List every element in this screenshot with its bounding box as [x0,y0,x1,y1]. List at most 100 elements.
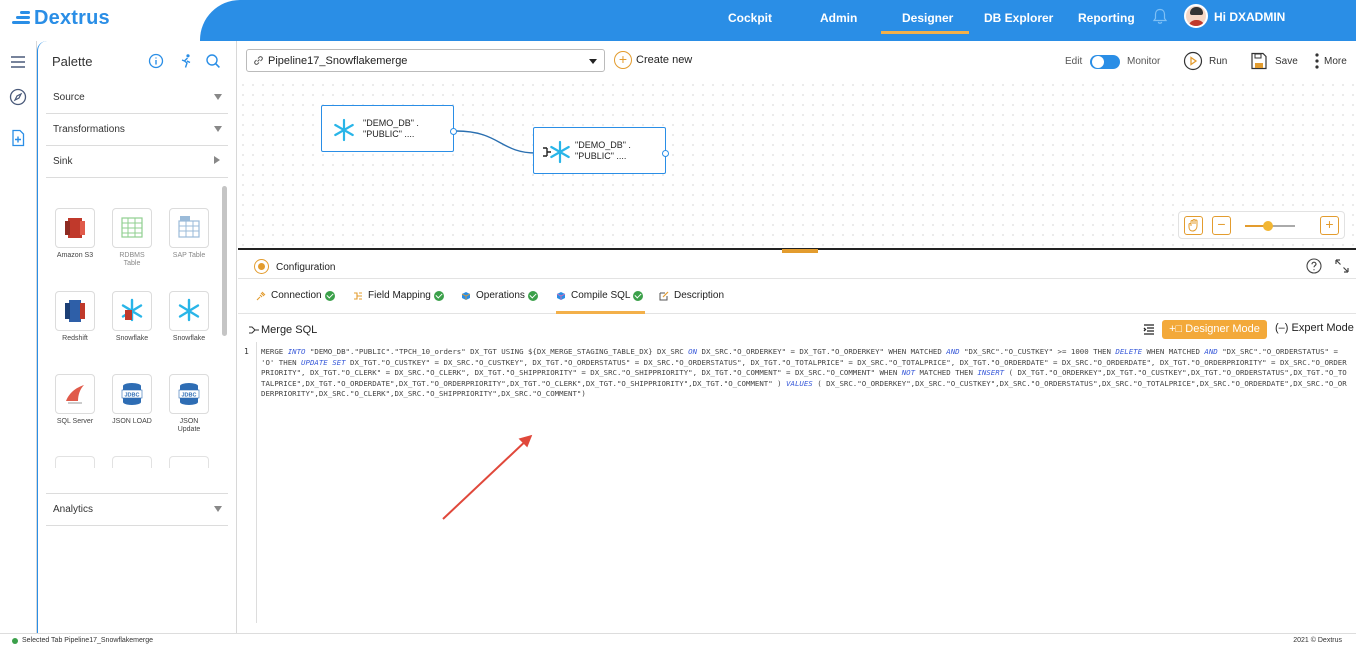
check-icon [527,290,538,301]
sql-text: DX_SRC."O_ORDERKEY" = DX_TGT."O_ORDERKEY… [701,347,947,356]
add-document-icon[interactable] [9,129,27,147]
section-transformations[interactable]: Transformations [46,114,228,146]
zoom-slider[interactable] [1245,221,1295,231]
bell-icon[interactable] [1152,8,1168,25]
sql-text: "DX_SRC"."O_CUSTKEY" >= 1000 THEN [964,347,1116,356]
tab-label: Connection [271,290,322,301]
section-label: Sink [53,156,73,167]
tile-snowflake-2[interactable]: Snowflake [169,291,209,343]
nav-cockpit[interactable]: Cockpit [728,11,773,25]
expert-mode-icon: (–) [1275,322,1289,334]
expand-icon[interactable] [1334,258,1350,274]
source-node[interactable]: "DEMO_DB" . "PUBLIC" .... [321,105,457,152]
run-button[interactable]: Run [1183,51,1227,71]
save-button[interactable]: Save [1249,51,1298,71]
nav-db-explorer[interactable]: DB Explorer [984,11,1054,25]
sql-text: ( DX_TGT."O_ORDERKEY",DX_TGT."O_CUSTKEY"… [261,368,1347,388]
avatar[interactable] [1184,4,1208,28]
amazon-s3-icon [55,208,95,248]
save-icon [1251,52,1267,70]
configuration-radio-icon [254,259,269,274]
merge-sql-title: Merge SQL [248,324,317,336]
tab-connection[interactable]: Connection [256,290,335,301]
target-node[interactable]: "DEMO_DB" . "PUBLIC" .... [533,127,669,174]
info-icon[interactable] [148,53,164,69]
tab-operations[interactable]: Operations [461,290,538,301]
pipeline-select[interactable]: Pipeline17_Snowflakemerge [246,49,605,72]
status-dot-icon [12,638,18,644]
logo[interactable]: Dextrus [10,6,110,30]
tab-label: Field Mapping [368,290,431,301]
sql-text: "DEMO_DB"."PUBLIC"."TPCH_10_orders" DX_T… [309,347,689,356]
zoom-out-button[interactable]: − [1212,216,1231,235]
compass-icon[interactable] [9,88,27,106]
user-greeting[interactable]: Hi DXADMIN [1214,10,1286,24]
tab-field-mapping[interactable]: Field Mapping [353,290,444,301]
tile-redshift[interactable]: Redshift [55,291,95,343]
caret-down-icon [214,506,222,512]
tile-label: SQL Server [56,418,94,425]
node-label: "DEMO_DB" . "PUBLIC" .... [575,140,631,161]
hand-icon [1188,219,1197,232]
sql-code[interactable]: MERGE INTO "DEMO_DB"."PUBLIC"."TPCH_10_o… [261,347,1351,400]
sql-keyword: AND [946,347,965,356]
nav-reporting[interactable]: Reporting [1078,11,1135,25]
tile-label: Amazon S3 [56,252,94,259]
caret-down-icon [214,94,222,100]
sql-keyword: ON [688,347,702,356]
tile-snowflake-1[interactable]: Snowflake [112,291,152,343]
nav-admin[interactable]: Admin [820,11,858,25]
output-port[interactable] [662,150,669,157]
palette-scrollbar[interactable] [222,186,227,336]
caret-right-icon [214,156,220,164]
zoom-in-button[interactable]: + [1320,216,1339,235]
section-source[interactable]: Source [46,82,228,114]
section-analytics[interactable]: Analytics [46,494,228,526]
config-tabs: Connection Field Mapping Operations Comp… [238,282,1356,314]
tile-sap-table[interactable]: SAP Table [169,208,209,260]
run-figure-icon[interactable] [178,53,194,69]
palette-panel: Palette Source Transformations Sink Amaz… [37,41,237,633]
tile-label: SAP Table [172,252,206,259]
tile-partial [55,456,95,468]
section-sink[interactable]: Sink [46,146,228,178]
resize-handle[interactable] [782,249,818,253]
redshift-icon [55,291,95,331]
sql-keyword: INSERT [977,368,1009,377]
tab-description[interactable]: Description [659,290,724,301]
more-button[interactable]: More [1312,51,1347,71]
pan-hand-button[interactable] [1184,216,1203,235]
mapping-icon [354,291,362,300]
tile-rdbms-table[interactable]: RDBMS Table [112,208,152,268]
tile-amazon-s3[interactable]: Amazon S3 [55,208,95,260]
tile-sql-server[interactable]: SQL Server [55,374,95,426]
output-port[interactable] [450,128,457,135]
expert-mode-button[interactable]: (–) Expert Mode [1275,322,1354,334]
edit-monitor-toggle[interactable] [1090,55,1120,69]
menu-icon[interactable] [9,53,27,71]
help-icon[interactable] [1306,258,1322,274]
sql-keyword: NOT [901,368,920,377]
format-list-icon[interactable] [1143,323,1155,335]
search-icon[interactable] [205,53,221,69]
svg-text:JDBC: JDBC [125,393,140,399]
node-label: "DEMO_DB" . "PUBLIC" .... [363,118,419,139]
tab-compile-sql[interactable]: Compile SQL [556,290,644,301]
plug-icon [256,291,266,300]
tile-json-load[interactable]: JDBC JSON LOAD [112,374,152,426]
status-bar: Selected Tab Pipeline17_Snowflakemerge 2… [0,633,1356,647]
line-gutter: 1 [238,342,257,623]
designer-mode-button[interactable]: +□ Designer Mode [1162,320,1267,339]
save-label: Save [1275,55,1298,67]
snowflake-icon [169,291,209,331]
sap-table-icon [169,208,209,248]
create-new-button[interactable]: + Create new [614,50,692,70]
tile-json-update[interactable]: JDBC JSON Update [169,374,209,434]
designer-mode-label: Designer Mode [1185,323,1260,335]
dextrus-logo-icon [10,9,32,27]
sql-server-icon [55,374,95,414]
section-label: Transformations [53,124,125,135]
nav-designer[interactable]: Designer [902,11,954,25]
sql-editor[interactable]: 1 MERGE INTO "DEMO_DB"."PUBLIC"."TPCH_10… [238,342,1356,623]
